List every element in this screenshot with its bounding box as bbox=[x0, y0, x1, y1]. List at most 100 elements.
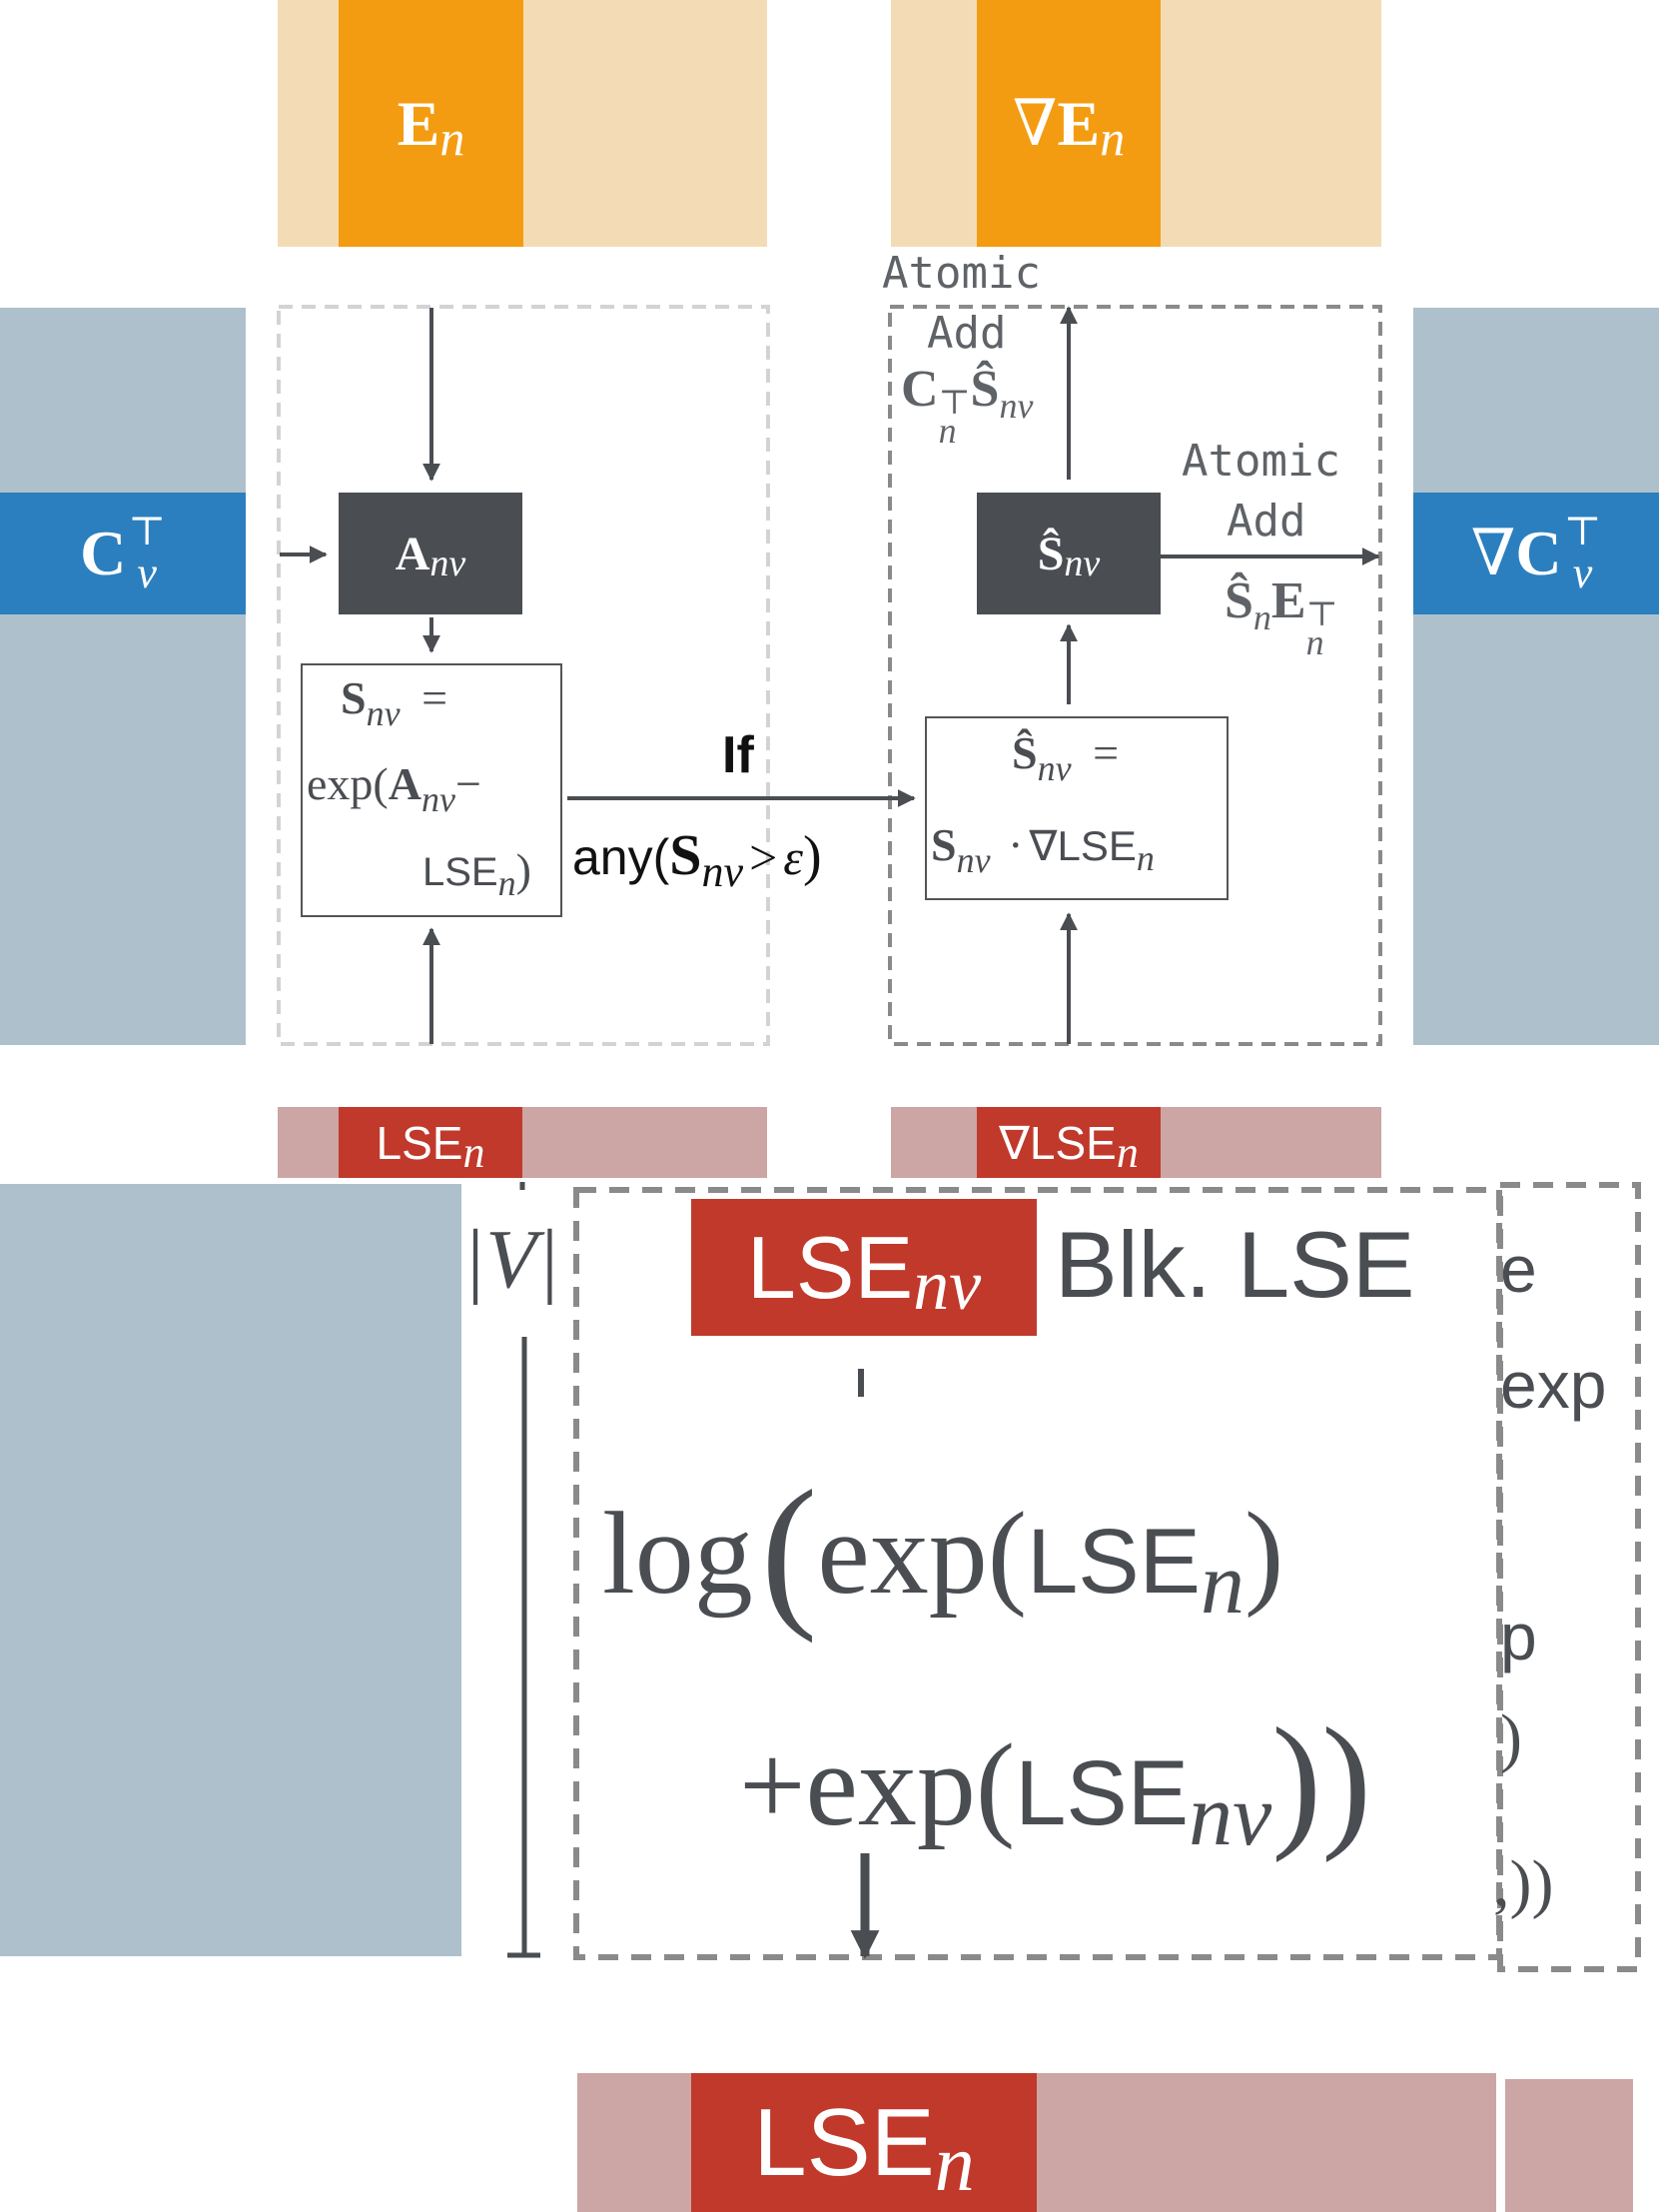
if-label: If bbox=[722, 726, 754, 784]
formula-plus-exp: +exp( bbox=[739, 1719, 1016, 1850]
any-s-sub: nv bbox=[701, 847, 744, 896]
grad-c-v-main: C bbox=[1515, 518, 1562, 588]
grad-s-equals: = bbox=[1093, 727, 1120, 778]
lse-n-main: LSE bbox=[376, 1116, 463, 1169]
grad-s-line2-sub: nv bbox=[956, 840, 991, 880]
c-v-sub: v bbox=[137, 549, 157, 597]
formula-close2: )) bbox=[1271, 1697, 1372, 1863]
atomic-label-2: Atomic bbox=[1182, 436, 1340, 487]
c-tile-background bbox=[0, 308, 246, 1045]
any-open: any( bbox=[572, 829, 670, 885]
lower-region-border-behind bbox=[1497, 1182, 1641, 1972]
shat-e-term: ŜnE ⊤ n bbox=[1225, 571, 1338, 663]
grad-s-gradlse: ∇LSE bbox=[1029, 822, 1137, 869]
shat-nv-main: Ŝ bbox=[1037, 527, 1065, 580]
formula-close1: ) bbox=[1244, 1488, 1284, 1619]
add-label-1: Add bbox=[927, 308, 1007, 359]
e-term-sup: ⊤ bbox=[1305, 596, 1338, 633]
grad-c-v-tile: ∇C ⊤ v bbox=[1413, 493, 1659, 614]
formula-log: log bbox=[602, 1488, 753, 1619]
any-close: ) bbox=[802, 825, 822, 887]
behind-e: e bbox=[1500, 1232, 1537, 1306]
c-term-shat: Ŝ bbox=[970, 361, 1000, 418]
lse-n-sub: n bbox=[462, 1128, 485, 1177]
formula-lse2: LSE bbox=[1015, 1742, 1190, 1844]
a-nv-main: A bbox=[395, 527, 430, 580]
exp-a-main: A bbox=[388, 758, 421, 809]
atomic-label-1: Atomic bbox=[882, 248, 1041, 299]
output-bar-background-behind bbox=[1505, 2079, 1633, 2212]
grad-s-box: Ŝnv = Snv ·∇LSEn bbox=[925, 716, 1229, 900]
any-condition: any(Snv>ε) bbox=[572, 821, 822, 896]
e-term-sub: n bbox=[1305, 622, 1324, 663]
formula-lse1: LSE bbox=[1027, 1511, 1201, 1613]
grad-c-tile-background bbox=[1413, 308, 1659, 1045]
c-term-sup: ⊤ bbox=[938, 385, 971, 422]
shat-e-main: Ŝ bbox=[1225, 572, 1253, 629]
backward-region-border bbox=[888, 305, 1382, 1046]
s-nv-equals: = bbox=[421, 672, 448, 723]
behind-close: ,)) bbox=[1493, 1847, 1554, 1920]
output-lse-main: LSE bbox=[753, 2088, 935, 2196]
grad-s-line1-sub: nv bbox=[1037, 748, 1072, 788]
grad-s-gradlse-sub: n bbox=[1136, 838, 1155, 878]
c-shat-term: C ⊤ n Ŝnv bbox=[901, 360, 1034, 452]
lower-region-border bbox=[573, 1187, 1502, 1960]
grad-e-n-sub: n bbox=[1100, 109, 1126, 166]
exp-a-sub: nv bbox=[420, 779, 455, 819]
grad-c-v-sup: ⊤ bbox=[1563, 509, 1602, 553]
v-label: |V| bbox=[462, 1213, 560, 1306]
grad-s-dot: · bbox=[1008, 819, 1024, 870]
blk-lse-label: Blk. LSE bbox=[1055, 1212, 1415, 1317]
formula-exp1: exp( bbox=[817, 1488, 1028, 1619]
e-term-main: E bbox=[1270, 572, 1306, 629]
grad-lse-n-main: ∇LSE bbox=[999, 1116, 1117, 1169]
any-s-main: S bbox=[669, 822, 702, 887]
formula-lse1-sub: n bbox=[1201, 1536, 1244, 1633]
formula-line-2: +exp(LSEnv)) bbox=[739, 1688, 1372, 1864]
behind-exp: exp bbox=[1500, 1348, 1607, 1422]
shat-e-sub: n bbox=[1252, 597, 1271, 637]
s-nv-main: S bbox=[341, 672, 367, 723]
formula-line-1: log(exp(LSEn) bbox=[602, 1439, 1284, 1644]
grad-s-line2-main: S bbox=[931, 819, 957, 870]
grad-s-line1-main: Ŝ bbox=[1012, 727, 1038, 778]
grad-e-n-main: E bbox=[1057, 87, 1101, 159]
add-label-2: Add bbox=[1227, 496, 1306, 547]
c-term-sub: n bbox=[938, 411, 957, 452]
e-n-main: E bbox=[397, 87, 440, 159]
blk-lse-sub: nv bbox=[913, 1245, 982, 1325]
c-v-main: C bbox=[80, 518, 127, 588]
shat-nv-sub: nv bbox=[1064, 543, 1101, 584]
blk-lse-main: LSE bbox=[746, 1217, 914, 1317]
c-v-sup: ⊤ bbox=[128, 509, 166, 553]
exp-minus: − bbox=[454, 758, 481, 809]
a-nv-sub: nv bbox=[429, 543, 466, 584]
grad-c-v-sub: v bbox=[1572, 549, 1593, 597]
formula-lse2-sub: nv bbox=[1189, 1767, 1272, 1864]
s-nv-sub: nv bbox=[366, 693, 401, 733]
exp-lse-main: LSE bbox=[422, 850, 498, 894]
behind-p: p bbox=[1500, 1600, 1537, 1673]
e-n-sub: n bbox=[439, 109, 465, 166]
lower-c-tile bbox=[0, 1184, 461, 1956]
any-eps: ε bbox=[783, 829, 803, 885]
c-term-shat-sub: nv bbox=[999, 386, 1034, 426]
c-term-main: C bbox=[901, 361, 939, 418]
formula-big-open: ( bbox=[760, 1456, 818, 1644]
output-lse-sub: n bbox=[934, 2120, 975, 2208]
exp-close: ) bbox=[515, 844, 531, 895]
s-nv-box: Snv = exp(Anv− LSEn) bbox=[301, 663, 562, 917]
exp-lse-sub: n bbox=[497, 863, 516, 903]
exp-open: exp( bbox=[307, 758, 389, 809]
behind-paren: ) bbox=[1500, 1701, 1522, 1774]
